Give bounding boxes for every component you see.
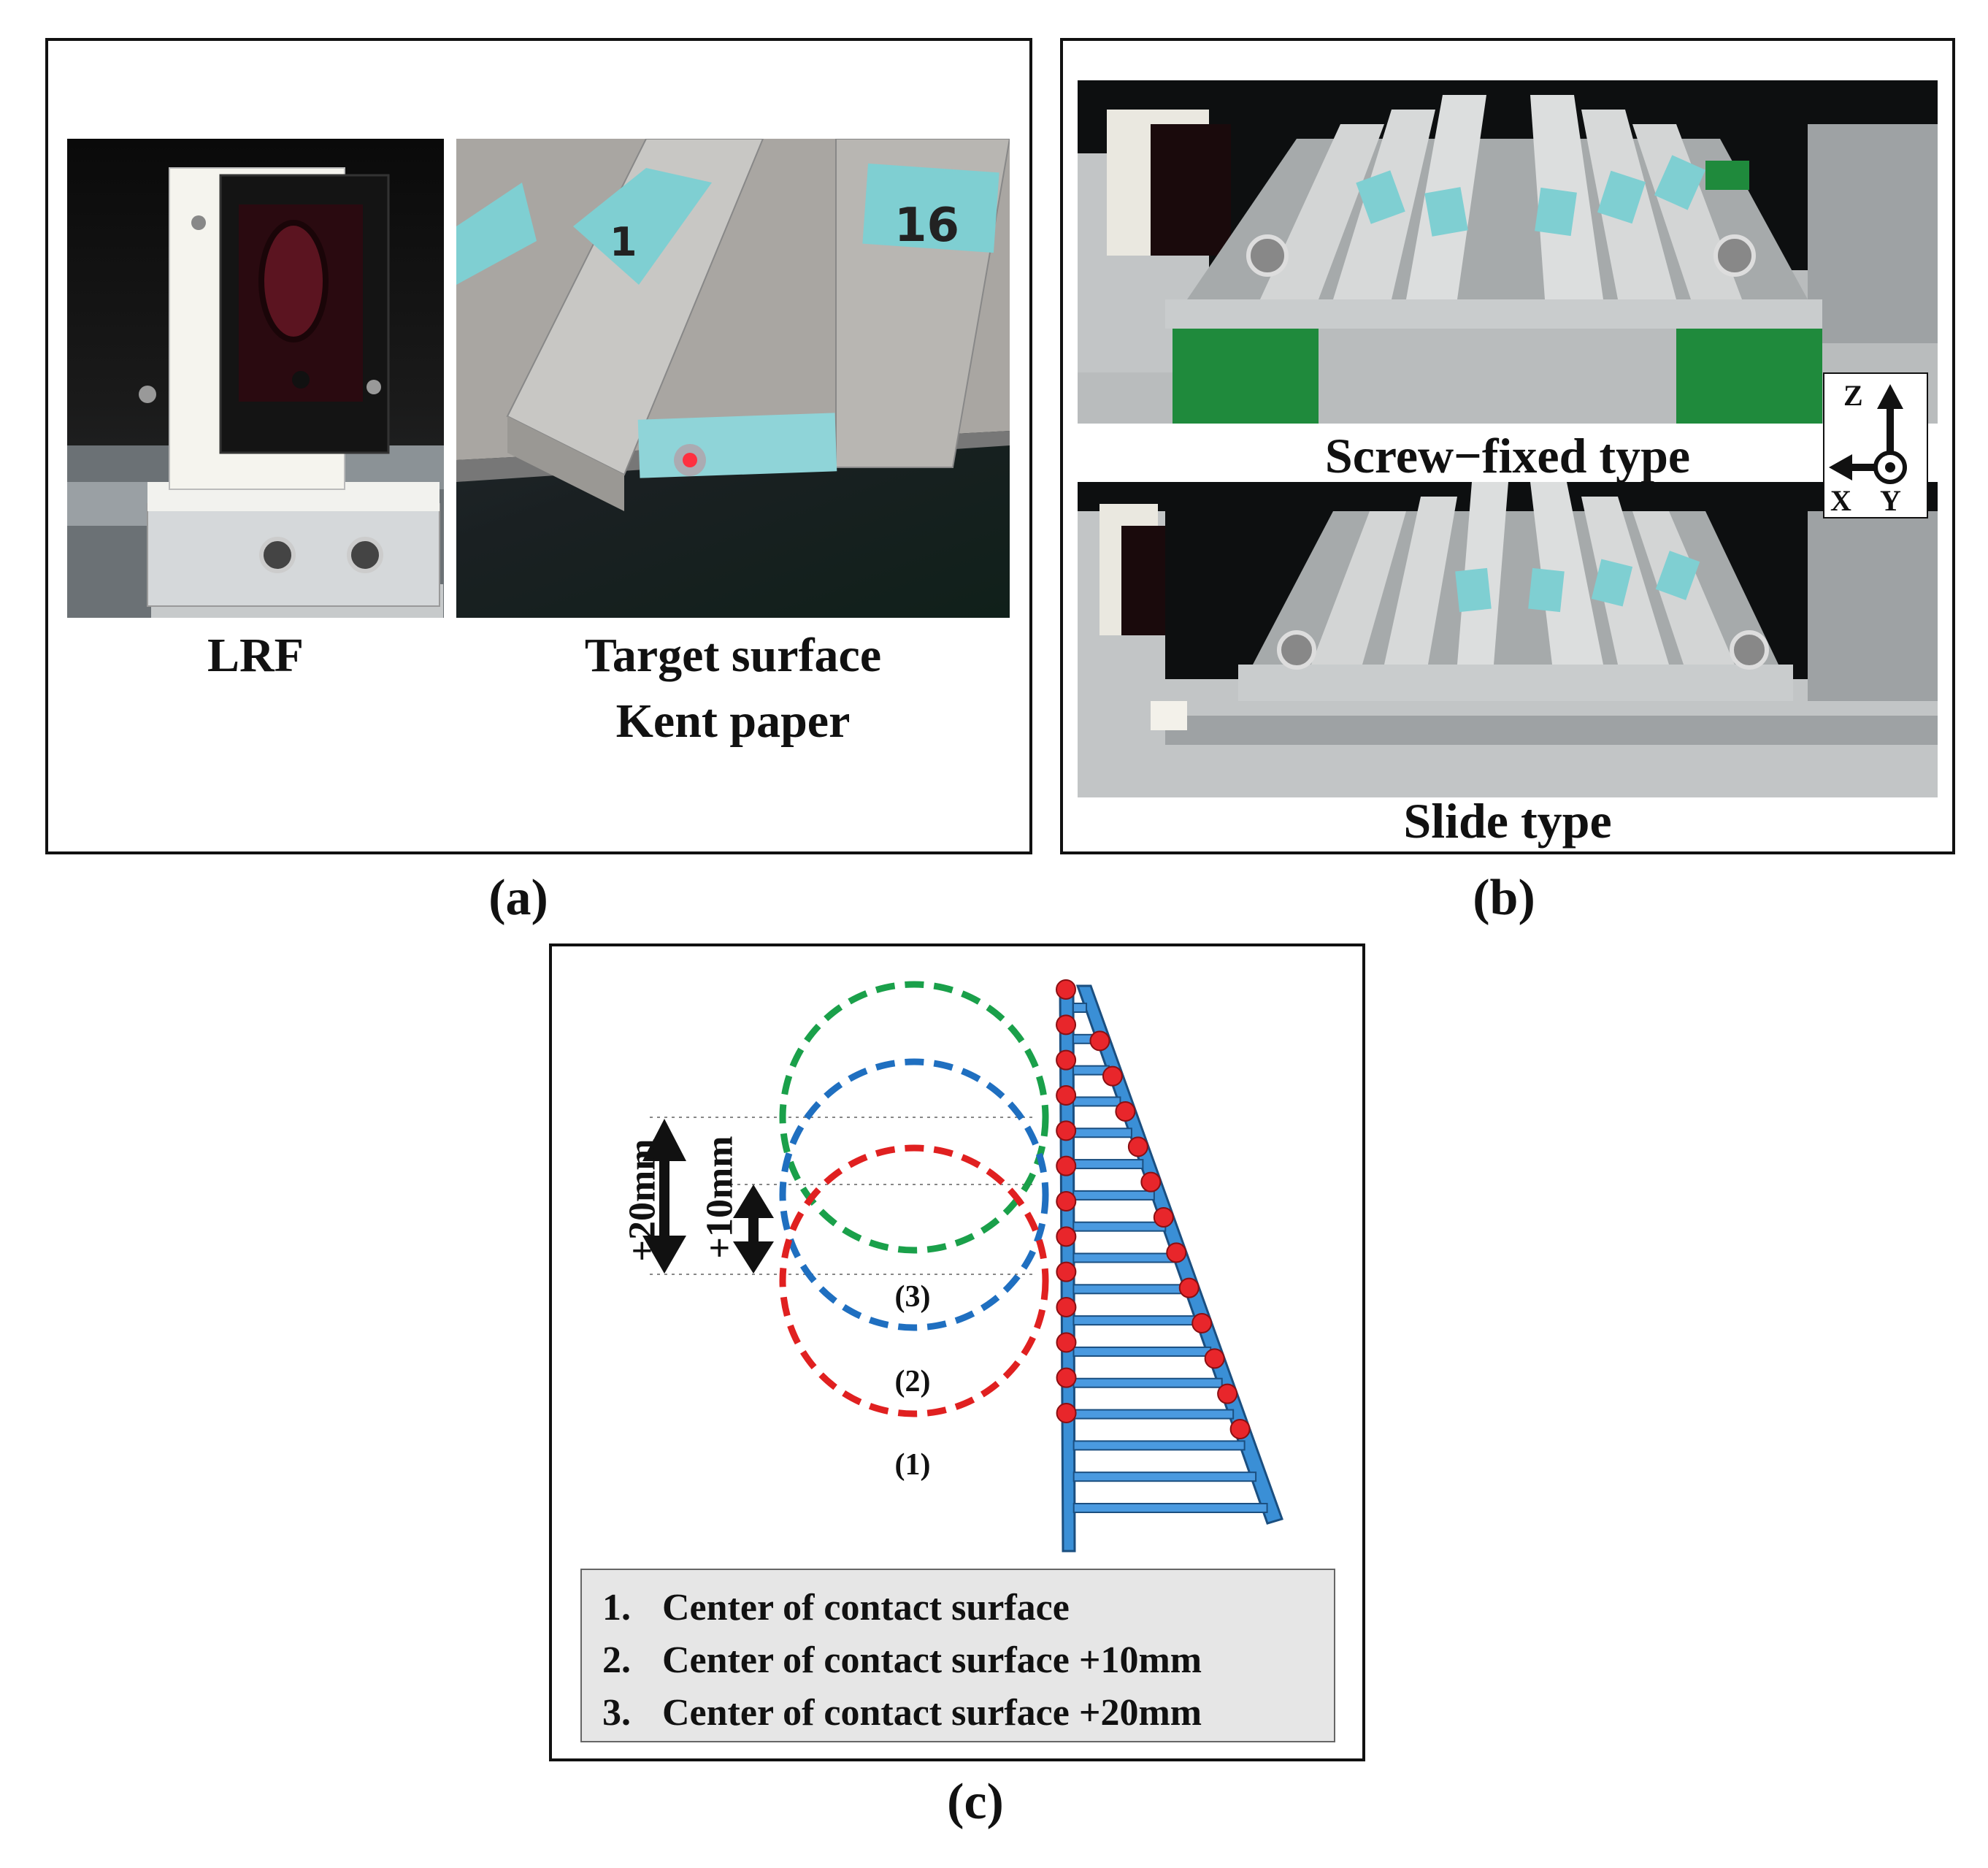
dim-arrow-10mm xyxy=(733,1184,774,1274)
lrf-photo-drawing xyxy=(67,167,444,618)
contact-point-dot xyxy=(1056,979,1076,1000)
ladder-rung xyxy=(1072,1096,1121,1107)
target-surface-drawing: 16 1 xyxy=(456,139,1010,511)
contact-point-dot xyxy=(1056,1403,1077,1423)
dim-label-20mm: +20mm xyxy=(621,1138,664,1262)
contact-point-dot xyxy=(1127,1136,1148,1157)
dim-arrow-20mm xyxy=(642,1119,686,1274)
panel-b-label: (b) xyxy=(1473,870,1535,926)
contact-point-dot xyxy=(1056,1155,1077,1176)
legend-text-1: Center of contact surface xyxy=(662,1587,1070,1628)
ladder-rung xyxy=(1072,1128,1132,1138)
contact-point-dot xyxy=(1056,1332,1077,1353)
circle-3-green xyxy=(779,981,1049,1254)
contact-point-dot xyxy=(1153,1207,1174,1228)
contact-point-dot xyxy=(1115,1101,1136,1122)
lrf-caption: LRF xyxy=(207,629,304,682)
contact-point-dot xyxy=(1089,1030,1110,1052)
legend-item-2: 2. Center of contact surface +10mm xyxy=(602,1634,1334,1687)
contact-point-dot xyxy=(1056,1261,1077,1282)
ladder-rung xyxy=(1072,1409,1235,1420)
legend-text-3: Center of contact surface +20mm xyxy=(662,1692,1202,1734)
legend-num-2: 2. xyxy=(602,1639,631,1681)
ladder-rung xyxy=(1072,1159,1144,1170)
axis-z-label: Z xyxy=(1843,379,1863,412)
panel-c-label: (c) xyxy=(947,1774,1004,1830)
ladder-rung xyxy=(1072,1252,1178,1263)
slide-type-photo xyxy=(1078,482,1938,797)
circle-1-red xyxy=(779,1144,1049,1417)
screw-fixed-photo xyxy=(1078,80,1938,424)
ladder-rung xyxy=(1072,1471,1257,1482)
legend-item-3: 3. Center of contact surface +20mm xyxy=(602,1687,1334,1739)
ladder-rung xyxy=(1072,1003,1088,1013)
legend-item-1: 1. Center of contact surface xyxy=(602,1582,1334,1634)
contact-point-dot xyxy=(1217,1383,1238,1404)
contact-point-dot xyxy=(1056,1226,1077,1247)
screw-fixed-caption: Screw−fixed type xyxy=(1324,428,1691,483)
legend-text-2: Center of contact surface +10mm xyxy=(662,1639,1202,1681)
screw-fixed-drawing xyxy=(1078,80,1938,424)
ladder-rung xyxy=(1072,1284,1189,1295)
contact-point-dot xyxy=(1178,1277,1200,1298)
contact-point-dot xyxy=(1204,1348,1225,1369)
lrf-photo xyxy=(67,139,444,618)
contact-point-dot xyxy=(1140,1171,1162,1193)
slide-type-caption: Slide type xyxy=(1403,793,1612,849)
contact-point-dot xyxy=(1229,1419,1251,1439)
axis-indicator: Z X Y xyxy=(1823,372,1928,518)
contact-point-dot xyxy=(1166,1242,1187,1263)
ladder-rung xyxy=(1072,1377,1223,1388)
target-surface-photo: 16 1 xyxy=(456,139,1010,618)
legend-num-3: 3. xyxy=(602,1692,631,1734)
circle-label-3: (3) xyxy=(894,1280,931,1314)
ladder-rung xyxy=(1072,1315,1200,1326)
contact-point-dot xyxy=(1056,1085,1077,1106)
tape-label-1: 1 xyxy=(610,219,637,265)
contact-point-dot xyxy=(1056,1367,1077,1388)
ladder-rung xyxy=(1072,1190,1155,1201)
contact-point-dot xyxy=(1056,1049,1077,1071)
target-surface-caption-line1: Target surface xyxy=(584,629,882,682)
slide-type-drawing xyxy=(1078,482,1938,797)
circle-label-2: (2) xyxy=(894,1365,931,1398)
contact-point-dot xyxy=(1191,1313,1213,1333)
panel-a-label: (a) xyxy=(488,870,548,926)
tape-label-16: 16 xyxy=(894,199,959,253)
circle-label-1: (1) xyxy=(894,1448,931,1482)
contact-point-dot xyxy=(1102,1065,1123,1087)
legend-num-1: 1. xyxy=(602,1587,631,1628)
ladder-rung xyxy=(1072,1503,1268,1513)
axis-y-label: Y xyxy=(1880,484,1901,517)
ladder-rung xyxy=(1072,1440,1246,1451)
contact-point-dot xyxy=(1056,1014,1077,1036)
axis-x-label: X xyxy=(1830,484,1851,517)
legend-box: 1. Center of contact surface 2. Center of … xyxy=(580,1569,1335,1742)
contact-point-dot xyxy=(1056,1120,1077,1141)
dim-label-10mm: +10mm xyxy=(699,1136,741,1259)
ladder-rung xyxy=(1072,1221,1167,1232)
contact-point-dot xyxy=(1056,1191,1077,1211)
target-surface-caption-line2: Kent paper xyxy=(615,694,851,748)
axis-arrows xyxy=(1829,384,1907,484)
ladder-structure xyxy=(1056,979,1283,1553)
circle-2-blue xyxy=(779,1058,1049,1331)
contact-point-dot xyxy=(1056,1297,1077,1317)
ladder-rung xyxy=(1072,1346,1212,1357)
